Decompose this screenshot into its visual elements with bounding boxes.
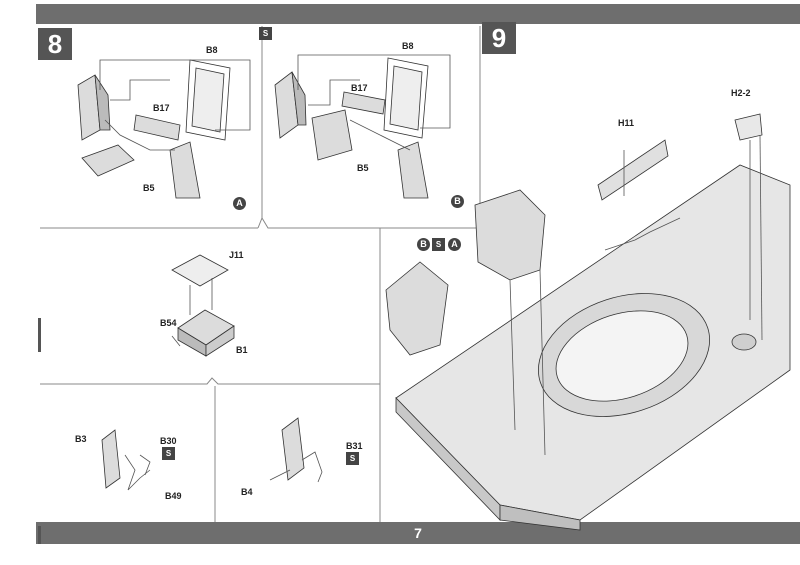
label-b8-a: B8 xyxy=(206,45,218,55)
binding-mark-lower xyxy=(38,526,41,544)
label-h11: H11 xyxy=(618,118,635,128)
subassembly-b4-art xyxy=(269,417,323,483)
label-b3: B3 xyxy=(75,434,87,444)
subassembly-b3-art xyxy=(101,429,151,491)
step8-panel-a-art xyxy=(77,59,251,199)
step9-variant-a-badge: A xyxy=(448,238,461,251)
binding-mark xyxy=(38,318,41,352)
photoetch-icon-b30: S xyxy=(162,447,175,460)
label-h2-2: H2-2 xyxy=(731,88,751,98)
photoetch-icon: S xyxy=(259,27,272,40)
label-b5-b: B5 xyxy=(357,163,369,173)
label-j11: J11 xyxy=(229,250,244,260)
label-b5-a: B5 xyxy=(143,183,155,193)
step-9-number: 9 xyxy=(482,22,516,54)
label-b17-b: B17 xyxy=(351,83,368,93)
subassembly-j11-art xyxy=(171,254,235,357)
top-header-bar xyxy=(36,4,800,24)
photoetch-icon-b31: S xyxy=(346,452,359,465)
label-b17-a: B17 xyxy=(153,103,170,113)
step9-variant-b-badge: B xyxy=(417,238,430,251)
step9-hull-art xyxy=(385,113,791,531)
step-8-number: 8 xyxy=(38,28,72,60)
label-b30: B30 xyxy=(160,436,177,446)
label-b54: B54 xyxy=(160,318,177,328)
label-b8-b: B8 xyxy=(402,41,414,51)
label-b1: B1 xyxy=(236,345,248,355)
label-b31: B31 xyxy=(346,441,363,451)
variant-a-badge: A xyxy=(233,197,246,210)
variant-b-badge: B xyxy=(451,195,464,208)
step9-photoetch-icon: S xyxy=(432,238,445,251)
label-b4: B4 xyxy=(241,487,253,497)
page-footer-bar: 7 xyxy=(36,522,800,544)
step8-panel-b-art xyxy=(274,54,451,199)
page-number: 7 xyxy=(414,525,422,541)
label-b49: B49 xyxy=(165,491,182,501)
